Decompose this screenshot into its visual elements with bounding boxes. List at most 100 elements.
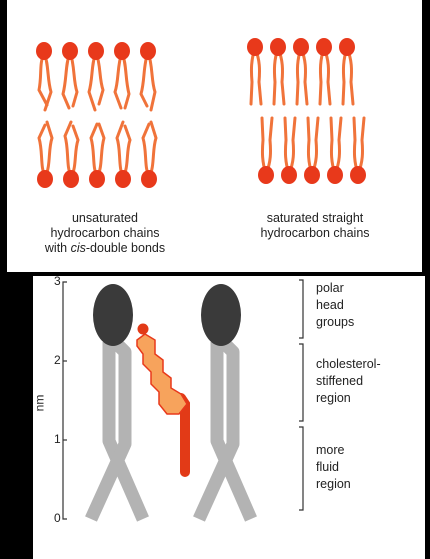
lipid-head	[327, 166, 343, 184]
lipid-head	[247, 38, 263, 56]
region-label-fluid: more fluid region	[316, 442, 351, 493]
lipid-head	[258, 166, 274, 184]
lipid-head	[89, 170, 105, 188]
phospholipid-right	[199, 284, 251, 519]
caption-line: with cis-double bonds	[30, 241, 180, 256]
lipid-head	[140, 42, 156, 60]
saturated-tail	[251, 48, 255, 104]
caption-line: hydrocarbon chains	[30, 226, 180, 241]
unsaturated-lipid	[39, 52, 51, 110]
region-line: head	[316, 297, 354, 314]
saturated-tail	[324, 48, 330, 104]
phospholipid-left	[91, 284, 143, 519]
unsaturated-lipid	[89, 52, 103, 110]
tick-label-3: 3	[54, 274, 61, 288]
bracket-fluid	[299, 427, 303, 510]
unsaturated-caption: unsaturated hydrocarbon chains with cis-…	[30, 211, 180, 256]
region-line: groups	[316, 314, 354, 331]
region-line: more	[316, 442, 351, 459]
saturated-tail	[274, 48, 278, 104]
unsaturated-bottom-leaflet	[39, 122, 156, 178]
lipid-head	[270, 38, 286, 56]
region-line: region	[316, 476, 351, 493]
phospholipid-head	[93, 284, 133, 346]
region-line: region	[316, 390, 381, 407]
lipid-head	[304, 166, 320, 184]
saturated-caption: saturated straight hydrocarbon chains	[235, 211, 395, 241]
caption-line: hydrocarbon chains	[235, 226, 395, 241]
bracket-polar-head	[299, 280, 303, 338]
saturated-tail	[289, 118, 295, 174]
region-line: cholesterol-	[316, 356, 381, 373]
lipid-head	[281, 166, 297, 184]
unsaturated-lipid	[143, 122, 156, 178]
lipid-head	[62, 42, 78, 60]
phospholipid-head	[201, 284, 241, 346]
lipid-head	[37, 170, 53, 188]
tick-label-1: 1	[54, 432, 61, 446]
unsaturated-lipid	[63, 52, 77, 108]
saturated-tail	[347, 48, 353, 104]
saturated-tail	[278, 48, 284, 104]
saturated-tail	[297, 48, 301, 104]
saturated-tail	[354, 118, 358, 174]
saturated-tail	[308, 118, 312, 174]
unsaturated-lipid	[115, 52, 129, 108]
lipid-head	[115, 170, 131, 188]
saturated-tail	[262, 118, 266, 174]
cholesterol-diagram	[33, 276, 425, 559]
saturated-bottom-heads	[258, 166, 366, 184]
saturated-tail	[301, 48, 307, 104]
saturated-bottom-leaflet	[262, 118, 364, 174]
unsaturated-lipid	[117, 122, 130, 178]
lipid-head	[114, 42, 130, 60]
caption-italic: cis	[71, 241, 86, 255]
lipid-head	[350, 166, 366, 184]
bracket-cholesterol	[299, 344, 303, 421]
unsaturated-top-leaflet	[39, 52, 155, 110]
unsaturated-lipid	[39, 122, 52, 178]
caption-text: -double bonds	[86, 241, 165, 255]
unsaturated-bottom-heads	[37, 170, 157, 188]
region-label-cholesterol: cholesterol- stiffened region	[316, 356, 381, 407]
saturated-tail	[358, 118, 364, 174]
tick-label-0: 0	[54, 511, 61, 525]
unsaturated-top-heads	[36, 42, 156, 60]
cholesterol-molecule	[137, 324, 187, 473]
saturated-top-heads	[247, 38, 355, 56]
lipid-head	[316, 38, 332, 56]
saturated-tail	[266, 118, 272, 174]
caption-text: with	[45, 241, 71, 255]
axis-label-nm: nm	[32, 395, 46, 412]
lipid-head	[63, 170, 79, 188]
y-axis	[63, 282, 67, 519]
lipid-packing-panel: unsaturated hydrocarbon chains with cis-…	[7, 0, 422, 272]
caption-line: unsaturated	[30, 211, 180, 226]
unsaturated-lipid	[65, 122, 78, 178]
saturated-tail	[255, 48, 261, 104]
unsaturated-lipid	[91, 124, 104, 178]
saturated-tail	[312, 118, 318, 174]
saturated-top-leaflet	[251, 48, 353, 104]
region-line: fluid	[316, 459, 351, 476]
saturated-tail	[335, 118, 341, 174]
region-line: polar	[316, 280, 354, 297]
unsaturated-lipid	[141, 52, 155, 110]
cholesterol-panel: 3 2 1 0 nm polar head groups cholesterol…	[33, 276, 425, 559]
saturated-tail	[331, 118, 335, 174]
steroid-ring-icon	[137, 334, 187, 414]
region-brackets	[299, 280, 303, 510]
saturated-tail	[285, 118, 289, 174]
lipid-head	[339, 38, 355, 56]
region-label-polar-head: polar head groups	[316, 280, 354, 331]
lipid-head	[36, 42, 52, 60]
lipid-head	[88, 42, 104, 60]
hydroxyl-head	[138, 324, 149, 335]
caption-line: saturated straight	[235, 211, 395, 226]
region-line: stiffened	[316, 373, 381, 390]
saturated-tail	[320, 48, 324, 104]
lipid-head	[293, 38, 309, 56]
lipid-head	[141, 170, 157, 188]
tick-label-2: 2	[54, 353, 61, 367]
saturated-tail	[343, 48, 347, 104]
